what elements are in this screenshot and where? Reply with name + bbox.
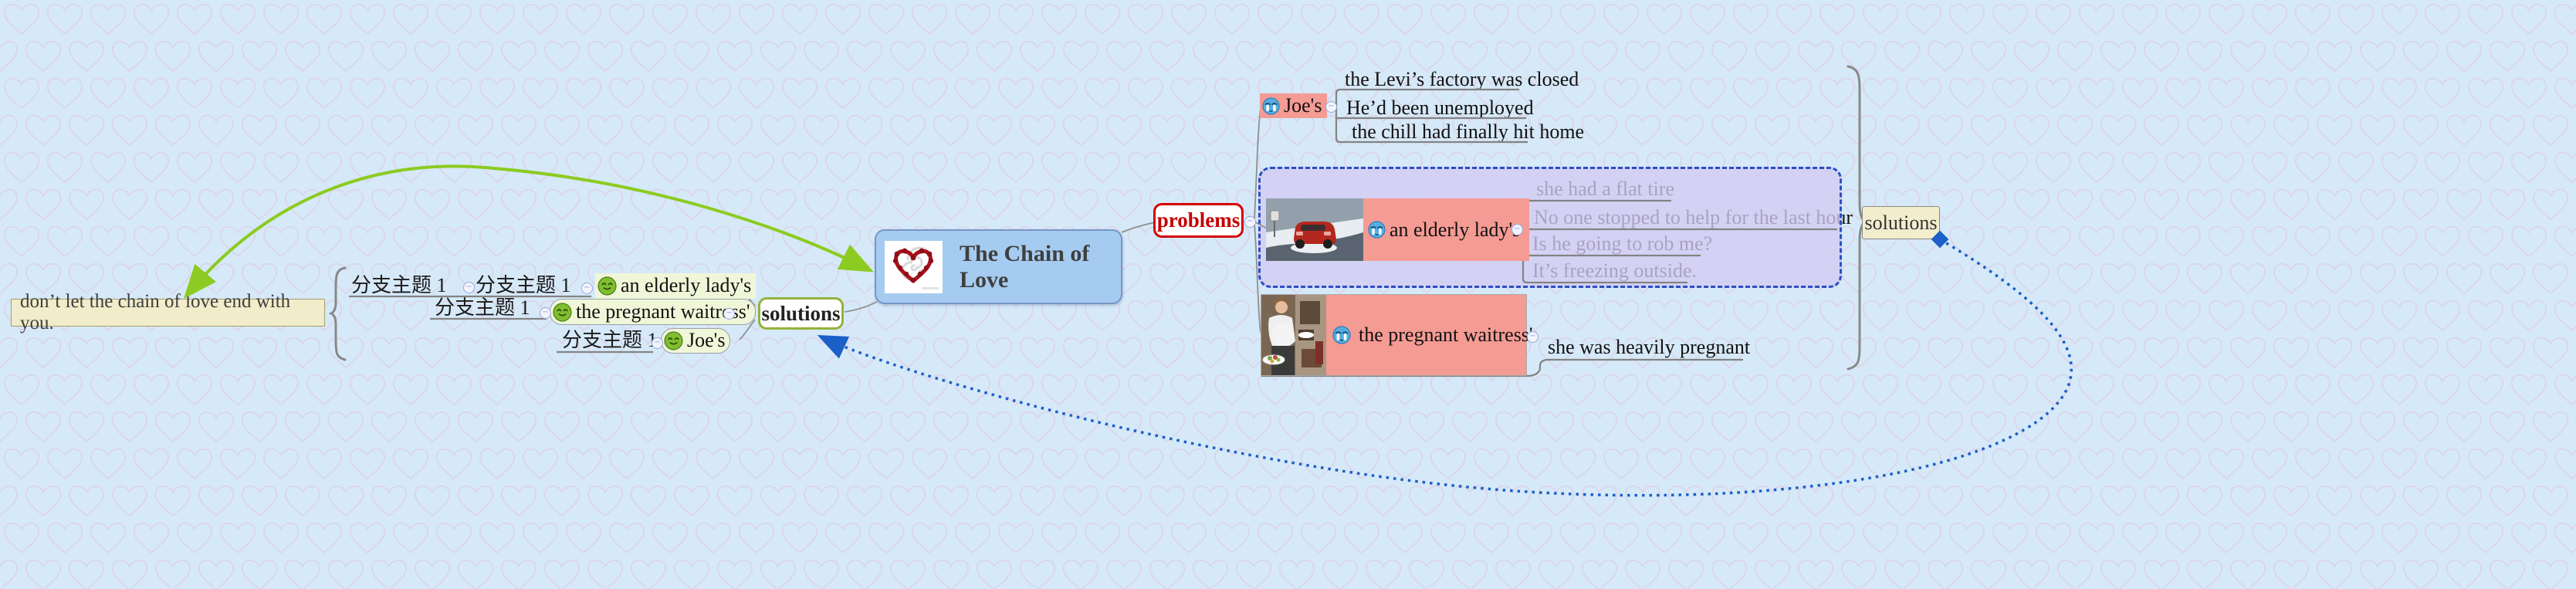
topic-item[interactable]: the Levi’s factory was closed <box>1345 68 1579 90</box>
topic-solutions-left[interactable]: solutions <box>758 297 844 330</box>
topic-pregnant-waitress-solution[interactable]: the pregnant waitress' <box>550 299 756 325</box>
smiling-face-icon <box>597 276 617 296</box>
topic-elderly-ladys-solution[interactable]: an elderly lady's <box>595 273 757 299</box>
smiling-face-icon <box>664 331 683 350</box>
collapse-icon[interactable]: − <box>540 307 551 319</box>
topic-problems[interactable]: problems <box>1153 203 1244 238</box>
subtopic-branch-1[interactable]: 分支主题 1 <box>562 329 658 351</box>
collapse-icon[interactable]: − <box>652 337 663 349</box>
summary-topic-solutions-right[interactable]: solutions <box>1862 206 1940 239</box>
joes-label: Joe's <box>1284 94 1322 117</box>
elderly-label: an elderly lady's <box>1390 218 1521 241</box>
chip-label: the pregnant waitress' <box>576 300 750 323</box>
waitress-label-box: the pregnant waitress' <box>1326 323 1533 347</box>
red-car-in-snow-image <box>1266 198 1363 261</box>
heart-chain-image <box>885 240 943 293</box>
solutions-right-label: solutions <box>1864 211 1938 234</box>
topic-pregnant-waitress[interactable]: the pregnant waitress' <box>1261 294 1533 376</box>
collapse-icon[interactable]: − <box>463 282 475 293</box>
collapse-icon[interactable]: − <box>1527 331 1538 343</box>
chip-label: an elderly lady's <box>621 274 752 297</box>
smiling-face-icon <box>553 302 572 322</box>
topic-joes[interactable]: Joe's <box>1260 93 1327 118</box>
summary-label: don’t let the chain of love end with you… <box>20 291 291 333</box>
central-topic[interactable]: The Chain of Love <box>875 229 1122 304</box>
topic-joes-solution[interactable]: Joe's <box>661 328 731 354</box>
topic-item[interactable]: the chill had finally hit home <box>1352 120 1585 143</box>
summary-topic-dont-let-chain-end[interactable]: don’t let the chain of love end with you… <box>11 291 325 333</box>
pregnant-waitress-image <box>1261 295 1326 375</box>
crying-face-icon <box>1332 326 1351 344</box>
collapse-icon[interactable]: − <box>581 283 593 294</box>
left-summary-brace <box>328 266 347 361</box>
collapse-icon[interactable]: − <box>1325 101 1337 113</box>
elderly-label-box: an elderly lady's <box>1363 198 1530 261</box>
collapse-icon[interactable]: − <box>723 308 735 320</box>
central-topic-label: The Chain of Love <box>960 240 1090 293</box>
subtopic-branch-1[interactable]: 分支主题 1 <box>435 296 530 319</box>
crying-face-icon <box>1368 221 1386 239</box>
waitress-label: the pregnant waitress' <box>1359 323 1533 346</box>
problems-label: problems <box>1156 208 1241 232</box>
collapse-icon[interactable]: − <box>1244 216 1256 228</box>
solutions-left-label: solutions <box>761 301 841 325</box>
topic-item[interactable]: He’d been unemployed <box>1346 96 1534 119</box>
topic-elderly-ladys[interactable]: an elderly lady's <box>1266 198 1530 261</box>
collapse-icon[interactable]: − <box>1511 224 1523 235</box>
chip-label: Joe's <box>687 329 726 352</box>
crying-face-icon <box>1262 96 1280 115</box>
